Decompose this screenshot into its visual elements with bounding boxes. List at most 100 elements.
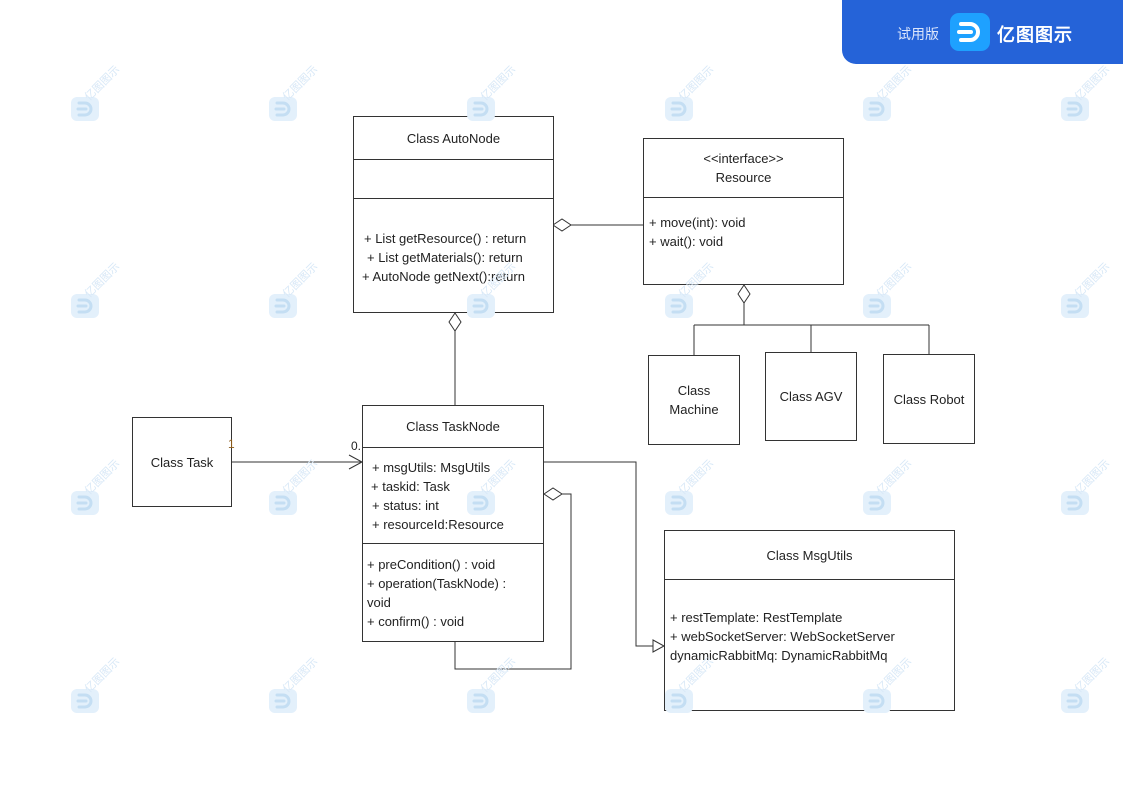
watermark: 亿图图示: [862, 458, 922, 516]
class-task-title: Class Task: [150, 454, 214, 470]
interface-resource-header: <<interface>> Resource: [644, 139, 843, 198]
watermark-logo-icon: [71, 294, 99, 318]
watermark: 亿图图示: [70, 656, 130, 714]
attribute-line: + status: int: [372, 498, 439, 513]
attribute-line: dynamicRabbitMq: DynamicRabbitMq: [670, 648, 888, 663]
class-msgutils[interactable]: Class MsgUtils + restTemplate: RestTempl…: [664, 530, 955, 711]
watermark-logo-icon: [71, 97, 99, 121]
class-agv[interactable]: Class AGV: [765, 352, 857, 441]
watermark: 亿图图示: [664, 458, 724, 516]
watermark-logo-icon: [1061, 97, 1089, 121]
aggregation-autonode-tasknode: [448, 312, 462, 405]
brand-name: 亿图图示: [997, 25, 1073, 45]
class-robot-title: Class Robot: [893, 391, 965, 407]
class-agv-title: Class AGV: [779, 389, 843, 404]
watermark-logo-icon: [1061, 689, 1089, 713]
attribute-line: + msgUtils: MsgUtils: [372, 460, 491, 475]
brand-logo-icon: [950, 13, 990, 51]
class-machine-title: Class Machine: [649, 356, 739, 444]
class-machine[interactable]: Class Machine: [648, 355, 740, 445]
class-tasknode-attributes: + msgUtils: MsgUtils + taskid: Task + st…: [363, 448, 543, 544]
watermark: 亿图图示: [466, 656, 526, 714]
watermark-logo-icon: [665, 294, 693, 318]
watermark: 亿图图示: [268, 656, 328, 714]
watermark: 亿图图示: [466, 64, 526, 122]
watermark: 亿图图示: [466, 458, 526, 516]
attribute-line: + taskid: Task: [371, 479, 450, 494]
watermark: 亿图图示: [862, 261, 922, 319]
interface-stereotype: <<interface>>: [703, 151, 784, 166]
watermark: 亿图图示: [862, 64, 922, 122]
method-line: + operation(TaskNode) :: [367, 576, 507, 591]
method-line: + move(int): void: [649, 215, 746, 230]
class-tasknode-title: Class TaskNode: [363, 406, 543, 448]
interface-resource-methods: + move(int): void + wait(): void: [644, 198, 843, 251]
watermark-logo-icon: [665, 689, 693, 713]
class-autonode-title: Class AutoNode: [354, 117, 553, 160]
watermark-logo-icon: [269, 689, 297, 713]
aggregation-resource-implementations: [693, 284, 930, 355]
class-tasknode-methods: + preCondition() : void + operation(Task…: [363, 544, 543, 631]
watermark-logo-icon: [665, 97, 693, 121]
class-msgutils-attributes: + restTemplate: RestTemplate + webSocket…: [665, 580, 954, 665]
class-tasknode[interactable]: Class TaskNode + msgUtils: MsgUtils + ta…: [362, 405, 544, 642]
watermark-logo-icon: [1061, 294, 1089, 318]
method-line: + confirm() : void: [367, 614, 465, 629]
class-autonode-attributes: [354, 160, 553, 199]
class-task[interactable]: Class Task: [132, 417, 232, 507]
watermark-logo-icon: [71, 689, 99, 713]
watermark-logo-icon: [71, 491, 99, 515]
watermark: 亿图图示: [268, 64, 328, 122]
class-autonode[interactable]: Class AutoNode + List getResource() : re…: [353, 116, 554, 313]
attribute-line: + restTemplate: RestTemplate: [670, 610, 843, 625]
watermark: 亿图图示: [466, 261, 526, 319]
watermark-logo-icon: [269, 294, 297, 318]
watermark-logo-icon: [467, 689, 495, 713]
method-line: + wait(): void: [649, 234, 724, 249]
aggregation-tasknode-self: [454, 487, 572, 670]
watermark: 亿图图示: [70, 261, 130, 319]
multiplicity-source: 1: [228, 437, 235, 451]
class-robot[interactable]: Class Robot: [883, 354, 975, 444]
association-tasknode-msgutils: [544, 461, 666, 653]
watermark-logo-icon: [863, 491, 891, 515]
interface-resource[interactable]: <<interface>> Resource + move(int): void…: [643, 138, 844, 285]
interface-resource-title: Resource: [715, 170, 772, 185]
watermark-logo-icon: [269, 97, 297, 121]
watermark-logo-icon: [467, 97, 495, 121]
attribute-line: + webSocketServer: WebSocketServer: [670, 629, 895, 644]
watermark: 亿图图示: [1060, 656, 1120, 714]
watermark: 亿图图示: [862, 656, 922, 714]
watermark: 亿图图示: [1060, 458, 1120, 516]
class-machine-title-line2: Machine: [669, 402, 719, 417]
watermark: 亿图图示: [664, 656, 724, 714]
watermark: 亿图图示: [664, 261, 724, 319]
watermark-logo-icon: [269, 491, 297, 515]
method-line: + preCondition() : void: [367, 557, 496, 572]
watermark-logo-icon: [863, 689, 891, 713]
watermark: 亿图图示: [1060, 261, 1120, 319]
class-msgutils-title: Class MsgUtils: [665, 531, 954, 580]
attribute-line: + resourceId:Resource: [372, 517, 504, 532]
watermark-logo-icon: [665, 491, 693, 515]
method-line: void: [367, 595, 391, 610]
aggregation-autonode-resource: [552, 218, 643, 232]
watermark: 亿图图示: [268, 458, 328, 516]
watermark-logo-icon: [467, 491, 495, 515]
watermark-logo-icon: [1061, 491, 1089, 515]
trial-banner: 试用版 亿图图示: [842, 0, 1123, 64]
method-line: + List getResource() : return: [364, 231, 527, 246]
watermark: 亿图图示: [70, 64, 130, 122]
watermark: 亿图图示: [664, 64, 724, 122]
watermark-logo-icon: [863, 97, 891, 121]
trial-label: 试用版: [897, 26, 939, 42]
watermark: 亿图图示: [268, 261, 328, 319]
watermark-logo-icon: [467, 294, 495, 318]
class-machine-title-line1: Class: [677, 383, 711, 398]
watermark-logo-icon: [863, 294, 891, 318]
method-line: + List getMaterials(): return: [367, 250, 523, 265]
class-autonode-methods: + List getResource() : return + List get…: [354, 199, 553, 286]
watermark: 亿图图示: [1060, 64, 1120, 122]
watermark: 亿图图示: [70, 458, 130, 516]
